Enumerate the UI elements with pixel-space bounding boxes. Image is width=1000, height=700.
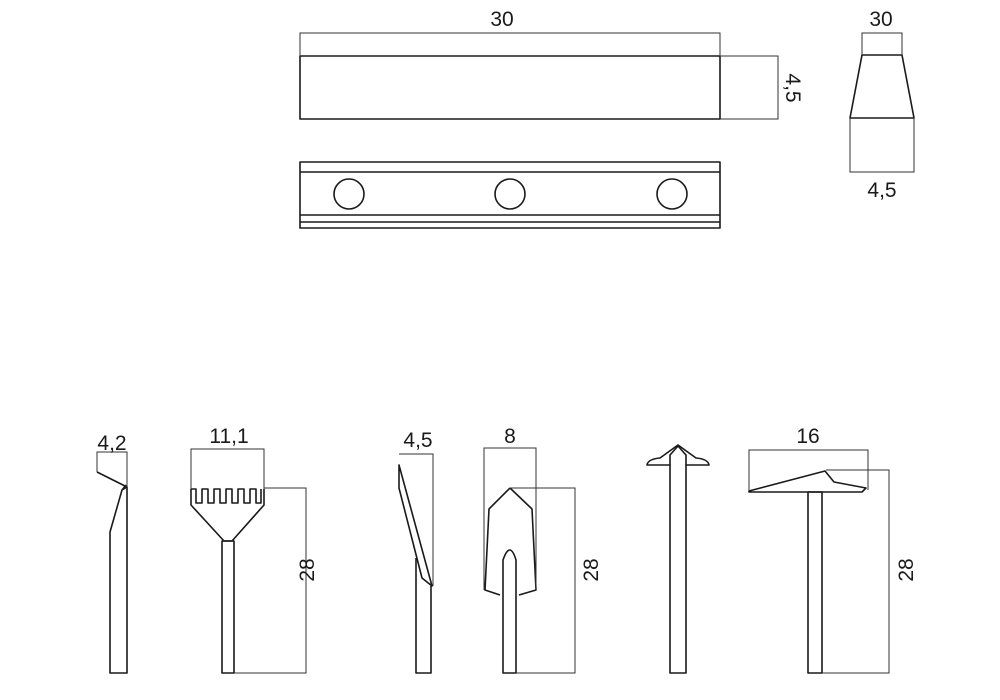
tool-4-width-label: 8 — [504, 425, 516, 448]
tool-1-width-label: 4,2 — [97, 432, 126, 455]
hole — [494, 178, 526, 210]
tool-skew-chisel — [398, 453, 434, 674]
tool-toothed-chisel — [190, 448, 307, 674]
tool-point — [646, 444, 710, 674]
tool-6-length-label: 28 — [895, 558, 918, 581]
tool-2-length-label: 28 — [296, 558, 319, 581]
bar-height-label: 4,5 — [781, 73, 804, 102]
bar-length-label: 30 — [490, 8, 513, 31]
tool-pointed-gouge — [483, 447, 576, 674]
bar-front-view — [299, 32, 779, 120]
tool-hammer — [748, 449, 890, 674]
tool-3-width-label: 4,5 — [403, 429, 432, 452]
tool-2-width-label: 11,1 — [209, 425, 248, 448]
hole — [333, 178, 365, 210]
profile-top-label: 30 — [869, 8, 892, 31]
profile-bottom-label: 4,5 — [867, 179, 896, 202]
tool-bent-chisel — [96, 451, 128, 674]
tool-4-length-label: 28 — [580, 558, 603, 581]
bar-profile-view — [849, 32, 915, 173]
hole — [656, 178, 688, 210]
bar-top-view — [299, 161, 721, 229]
tool-6-width-label: 16 — [796, 425, 819, 448]
